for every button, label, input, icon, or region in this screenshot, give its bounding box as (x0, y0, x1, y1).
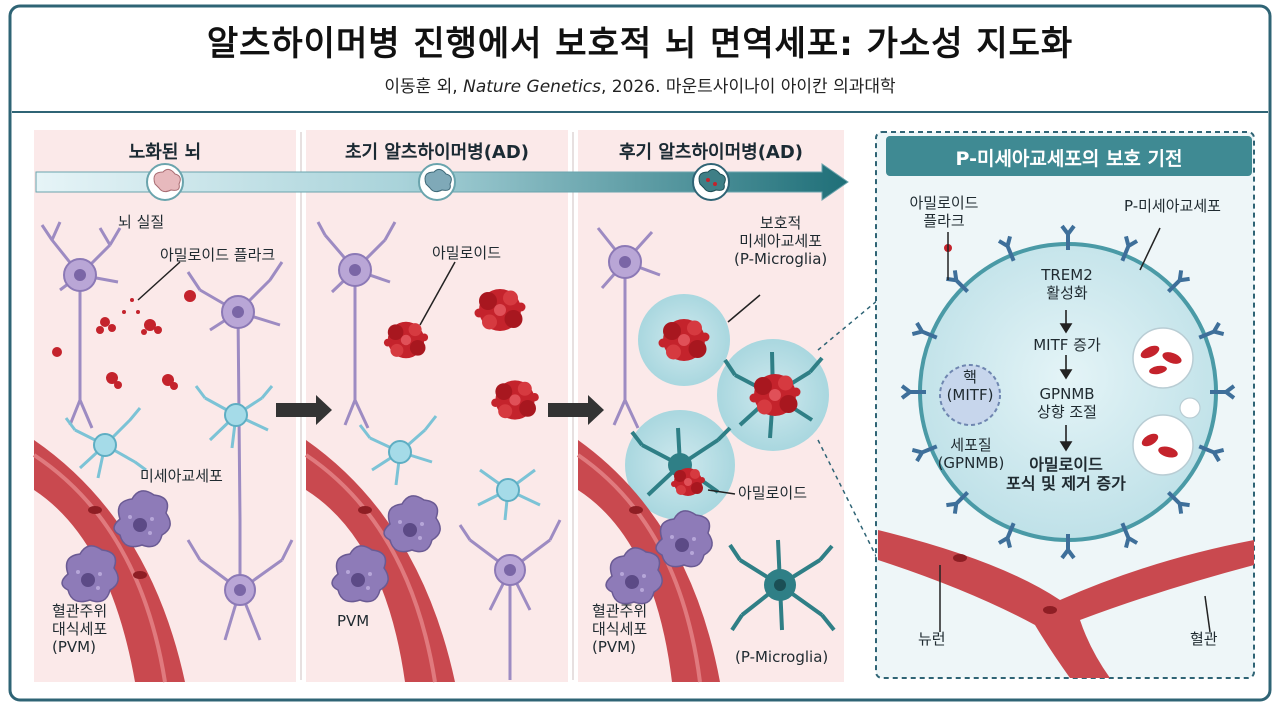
trem2-receptor (1198, 444, 1225, 463)
label-line: (GPNMB) (937, 454, 1005, 472)
step-trem2: TREM2 활성화 (1020, 266, 1114, 302)
trem2-receptor (1166, 270, 1190, 294)
leader-line (1139, 227, 1161, 271)
label-line: 보호적 (759, 214, 802, 232)
trem2-receptor (1166, 490, 1190, 514)
label-line: 미세아교세포 (739, 232, 823, 250)
trem2-receptor (1120, 522, 1139, 549)
pathway-arrows (1059, 310, 1073, 452)
microglia-body (224, 403, 248, 427)
trem2-receptor (1198, 321, 1225, 340)
label-pvm: PVM (337, 612, 370, 630)
trem2-receptor (997, 522, 1016, 549)
trem2-receptor (1060, 534, 1076, 560)
trem2-receptor (946, 490, 970, 514)
microglia-body (93, 433, 117, 457)
phagosome (1132, 327, 1194, 389)
leader-line (1204, 595, 1211, 633)
trem2-receptor (1060, 224, 1076, 250)
label-vessel: 혈관 (1190, 630, 1218, 648)
citation-authors: 이동훈 외, (384, 77, 464, 97)
step-mitf: MITF 증가 (1033, 336, 1101, 354)
label-line: (MITF) (946, 386, 994, 404)
label-pvm-line: (PVM) (592, 638, 636, 656)
phagosome (1132, 414, 1194, 476)
microglia (358, 415, 541, 521)
step-line: TREM2 (1041, 266, 1093, 284)
phase-title-early-ad: 초기 알츠하이머병(AD) (344, 142, 530, 163)
microglia-body (496, 478, 520, 502)
nucleus (939, 364, 1001, 426)
trem2-receptor (1120, 235, 1139, 262)
leader-line (419, 261, 456, 326)
label-line: 아밀로이드 (909, 194, 979, 212)
step-line: 상향 조절 (1037, 403, 1097, 421)
label-pvm: 혈관주위 대식세포 (PVM) (592, 602, 647, 656)
label-cytoplasm: 세포질 (GPNMB) (936, 436, 1006, 472)
mechanism-header (886, 136, 1252, 176)
result-phagocytosis: 아밀로이드 포식 및 제거 증가 (990, 455, 1142, 493)
mechanism-title: P-미세아교세포의 보호 기전 (955, 148, 1183, 170)
microglia (64, 385, 274, 479)
label-amyloid: 아밀로이드 (432, 244, 502, 262)
page-title: 알츠하이머병 진행에서 보호적 뇌 면역세포: 가소성 지도화 (206, 24, 1074, 64)
label-line: 세포질 (950, 436, 992, 454)
label-line: (P-Microglia) (734, 250, 828, 268)
trem2-receptor (997, 235, 1016, 262)
brain-icon (418, 163, 456, 201)
citation-rest: , 2026. 마운트사이나이 아이칸 의과대학 (601, 77, 896, 97)
brain-icon (146, 163, 184, 201)
neuron (40, 221, 122, 429)
phase-title-late-ad: 후기 알츠하이머병(AD) (618, 142, 804, 163)
result-line: 아밀로이드 (1029, 455, 1103, 474)
zoom-line (817, 299, 879, 351)
leader-line (137, 261, 181, 301)
label-amyloid-plaque: 아밀로이드 플라크 (160, 246, 276, 264)
leader-line (727, 294, 761, 323)
label-nucleus: 핵 (MITF) (945, 368, 995, 404)
trem2-receptor (911, 321, 938, 340)
phase-title-aged: 노화된 뇌 (128, 142, 202, 163)
progression-arrow (548, 395, 604, 425)
citation: 이동훈 외, Nature Genetics, 2026. 마운트사이나이 아이… (0, 72, 1280, 97)
result-line: 포식 및 제거 증가 (1006, 474, 1126, 494)
label-line: 플라크 (923, 212, 965, 230)
step-line: 활성화 (1046, 284, 1088, 302)
label-pmicroglia-cell: P-미세아교세포 (1124, 197, 1221, 215)
label-plaque: 아밀로이드 플라크 (894, 194, 994, 230)
label-microglia: 미세아교세포 (140, 467, 223, 485)
label-neuron: 뉴런 (918, 630, 946, 648)
brain-icon (692, 163, 730, 201)
label-pmicroglia: (P-Microglia) (735, 648, 829, 666)
label-pvm-line: (PVM) (52, 638, 96, 656)
label-pvm-line: 대식세포 (52, 620, 108, 638)
pmicroglia (728, 539, 836, 632)
blood-vessel (878, 530, 1254, 678)
label-amyloid: 아밀로이드 (738, 484, 808, 502)
neuron (596, 227, 661, 429)
amyloid-plaque (52, 290, 196, 390)
progression-arrow (276, 395, 332, 425)
zoom-line (817, 439, 879, 561)
trem2-receptor (900, 384, 926, 400)
trem2-receptor (911, 444, 938, 463)
label-parenchyma: 뇌 실질 (118, 213, 165, 231)
vesicle (1179, 397, 1201, 419)
label-pvm-line: 혈관주위 (52, 602, 108, 620)
label-line: 핵 (963, 368, 977, 386)
trem2-receptor (1210, 384, 1236, 400)
step-gpnmb: GPNMB 상향 조절 (1020, 385, 1114, 421)
leader-line (707, 489, 736, 495)
step-line: GPNMB (1039, 385, 1095, 403)
citation-journal: Nature Genetics (463, 77, 601, 97)
microglia-body (388, 440, 412, 464)
label-pvm-line: 혈관주위 (592, 602, 648, 620)
label-protective-microglia: 보호적 미세아교세포 (P-Microglia) (734, 214, 827, 268)
label-pvm-line: 대식세포 (592, 620, 648, 638)
label-pvm: 혈관주위 대식세포 (PVM) (52, 602, 107, 656)
